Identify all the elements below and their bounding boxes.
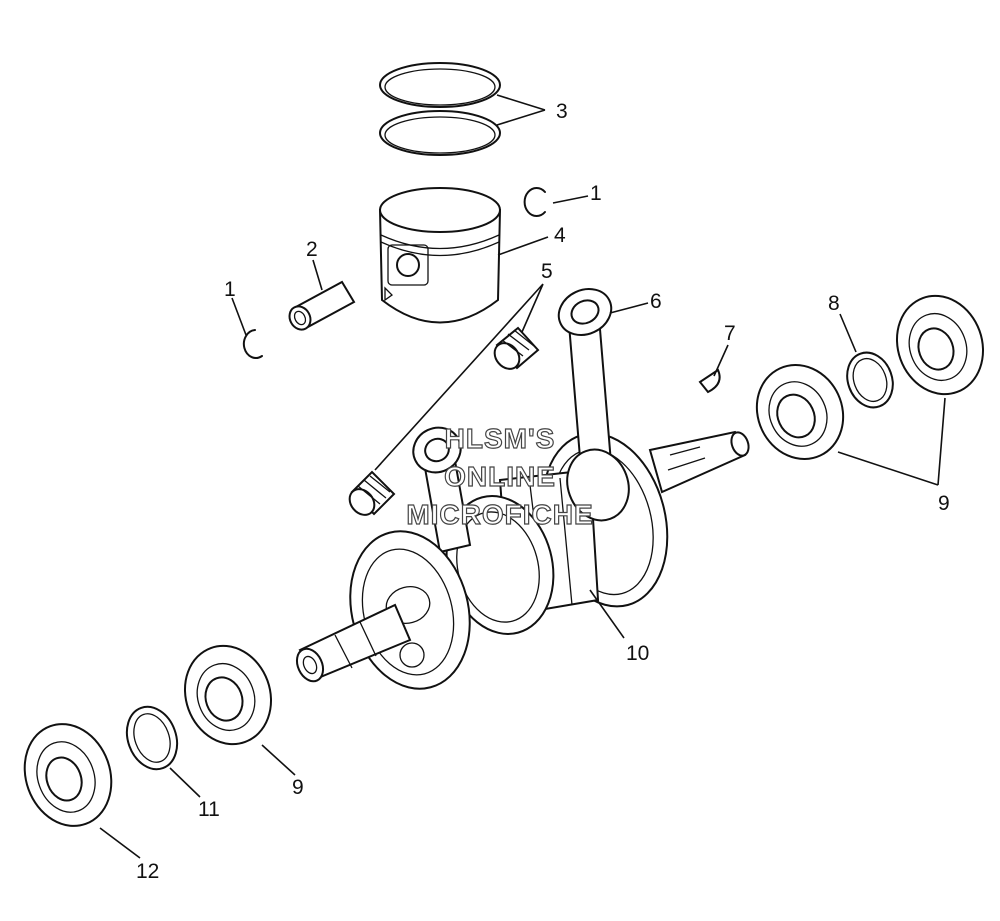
circlip-left <box>242 329 263 359</box>
main-bearing-right <box>755 364 845 460</box>
crankshaft-assembly <box>295 288 750 690</box>
callout-3: 3 <box>556 100 568 123</box>
callout-11: 11 <box>198 798 220 821</box>
wrist-pin <box>288 280 356 331</box>
watermark: HLSM'S ONLINE MICROFICHE <box>406 422 594 530</box>
circlip-right <box>523 187 546 217</box>
callout-2: 2 <box>306 238 318 261</box>
watermark-line-2: ONLINE <box>444 461 556 492</box>
oil-seal-left <box>23 723 113 827</box>
piston-ring-lower <box>379 110 501 156</box>
callout-8: 8 <box>828 292 840 315</box>
main-bearing-left <box>183 644 273 746</box>
watermark-line-3: MICROFICHE <box>406 499 593 530</box>
callout-9-left: 9 <box>292 776 304 799</box>
callout-9-right: 9 <box>938 492 950 515</box>
spacer-ring-left <box>125 705 179 771</box>
callout-7: 7 <box>724 322 736 345</box>
callout-1-right: 1 <box>590 182 602 205</box>
woodruff-key <box>698 368 721 394</box>
callout-4: 4 <box>554 224 566 247</box>
callout-5: 5 <box>541 260 553 283</box>
leader-lines <box>99 94 946 859</box>
watermark-line-1: HLSM'S <box>445 423 556 454</box>
callout-1-left: 1 <box>224 278 236 301</box>
needle-bearing-upper <box>493 326 540 370</box>
oil-seal-right <box>895 294 985 396</box>
piston <box>378 187 502 324</box>
callout-12: 12 <box>136 860 159 883</box>
piston-ring-upper <box>379 62 501 108</box>
callout-10: 10 <box>626 642 649 665</box>
spacer-ring-right <box>846 351 894 409</box>
needle-bearing-lower <box>348 470 396 516</box>
callout-6: 6 <box>650 290 662 313</box>
